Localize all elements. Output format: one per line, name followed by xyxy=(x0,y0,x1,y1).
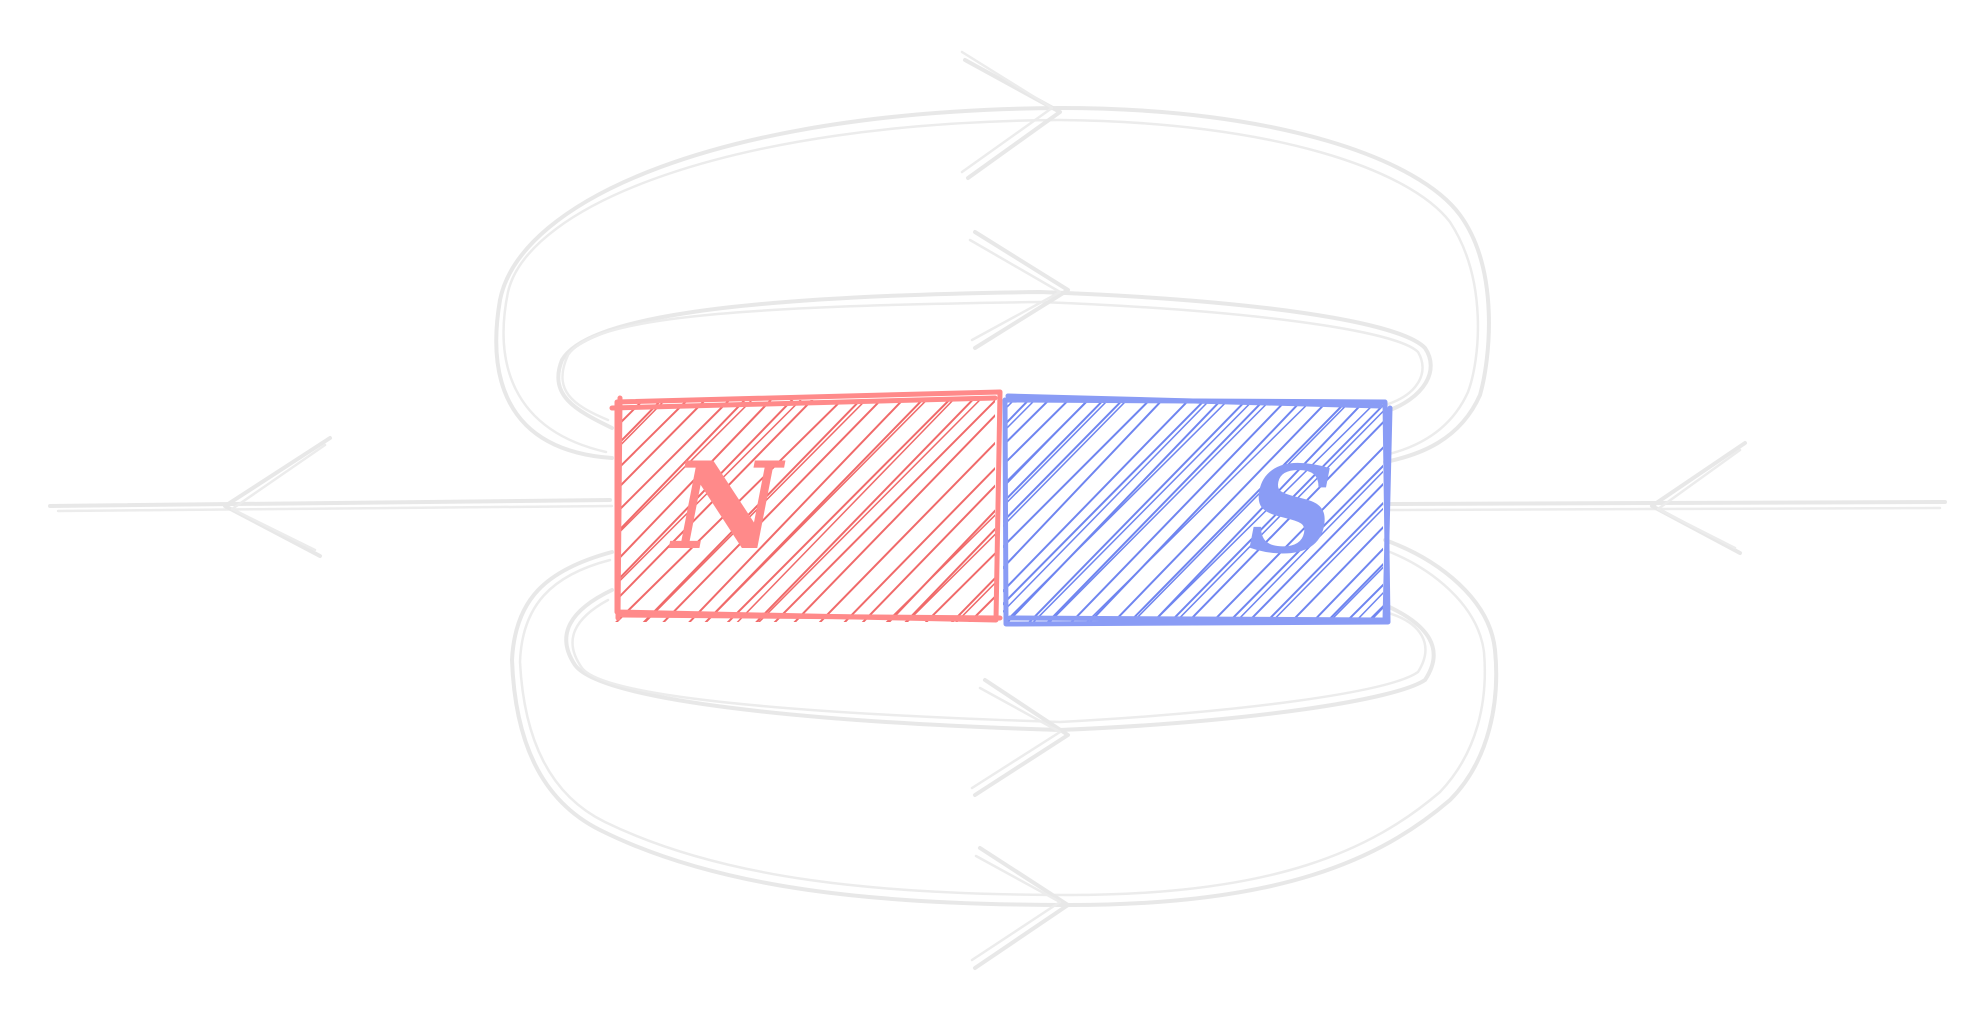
hatch-stroke xyxy=(1003,400,1110,508)
hatch-stroke xyxy=(615,400,753,538)
hatch-stroke xyxy=(726,400,951,622)
hatch-stroke xyxy=(1325,562,1383,622)
north-pole-label: N xyxy=(668,436,786,577)
hatch-stroke xyxy=(1003,400,1128,528)
hatch-stroke xyxy=(773,400,995,622)
hatch-stroke xyxy=(1012,386,1250,630)
hatch-stroke xyxy=(1085,400,1313,622)
field-line-inner-top xyxy=(556,230,1433,430)
hatch-stroke xyxy=(885,514,995,622)
hatch-stroke xyxy=(644,400,867,622)
hatch-stroke xyxy=(615,400,707,493)
north-pole-hatching xyxy=(615,386,1250,630)
hatch-stroke xyxy=(950,576,995,622)
south-pole-hatching xyxy=(1003,386,1623,630)
hatch-stroke xyxy=(615,400,773,564)
south-pole-outline-sketch xyxy=(1005,393,1393,623)
hatch-stroke xyxy=(1210,446,1383,622)
hatch-stroke xyxy=(1383,386,1622,630)
hatch-stroke xyxy=(642,400,862,622)
hatch-stroke xyxy=(1003,400,1036,434)
hatch-stroke xyxy=(905,533,995,622)
hatch-stroke xyxy=(1003,400,1207,606)
hatch-stroke xyxy=(615,400,747,537)
hatch-stroke xyxy=(1088,400,1304,622)
hatch-stroke xyxy=(861,484,995,622)
hatch-stroke xyxy=(1186,421,1383,622)
hatch-stroke xyxy=(688,400,904,622)
hatch-stroke xyxy=(1048,400,1272,622)
hatch-stroke xyxy=(1270,507,1383,622)
south-pole: S xyxy=(1002,386,1623,630)
hatch-stroke xyxy=(615,400,802,587)
hatch-stroke xyxy=(1289,526,1383,622)
field-line-left-axis xyxy=(48,436,614,558)
hatch-stroke xyxy=(705,400,928,622)
hatch-stroke xyxy=(1367,605,1383,622)
hatch-stroke xyxy=(1003,400,1070,467)
field-line-inner-bottom xyxy=(564,588,1436,797)
field-lines xyxy=(48,50,1947,970)
hatch-stroke xyxy=(1032,400,1255,622)
hatch-stroke xyxy=(1246,482,1383,622)
hatch-stroke xyxy=(1151,400,1367,622)
hatch-stroke xyxy=(1234,470,1383,622)
hatch-stroke xyxy=(1311,547,1383,622)
hatch-stroke xyxy=(843,466,995,622)
hatch-stroke xyxy=(1003,400,1211,613)
hatch-stroke xyxy=(1003,400,1105,504)
hatch-stroke xyxy=(736,400,955,622)
hatch-stroke xyxy=(615,400,667,452)
hatch-stroke xyxy=(1131,400,1353,622)
hatch-stroke xyxy=(1152,400,1380,622)
hatch-stroke xyxy=(757,400,981,622)
hatch-stroke xyxy=(1390,390,1623,626)
hatch-stroke xyxy=(1112,400,1330,622)
hatch-stroke xyxy=(1174,410,1383,622)
hatch-stroke xyxy=(1168,403,1383,622)
hatch-stroke xyxy=(1003,400,1124,523)
hatch-stroke xyxy=(1003,400,1089,489)
field-line-right-axis xyxy=(1383,441,1947,555)
north-pole: N xyxy=(609,386,1250,630)
hatch-stroke xyxy=(615,400,814,603)
hatch-stroke xyxy=(615,400,689,474)
hatch-stroke xyxy=(1227,464,1383,622)
hatch-stroke xyxy=(1003,400,1051,447)
hatch-stroke xyxy=(818,441,995,622)
hatch-stroke xyxy=(793,414,995,622)
hatch-stroke xyxy=(615,400,844,622)
hatch-stroke xyxy=(1046,400,1266,622)
field-line-outer-top xyxy=(494,50,1491,464)
hatch-stroke xyxy=(924,552,995,622)
hatch-stroke xyxy=(615,400,794,585)
hatch-stroke xyxy=(1070,400,1288,622)
hatch-stroke xyxy=(662,400,883,622)
hatch-stroke xyxy=(615,400,663,449)
hatch-stroke xyxy=(1003,400,1164,570)
hatch-stroke xyxy=(1344,583,1383,622)
hatch-stroke xyxy=(755,400,974,622)
south-pole-label: S xyxy=(1248,440,1335,581)
hatch-stroke xyxy=(904,527,995,622)
hatch-stroke xyxy=(1328,566,1383,622)
north-pole-outline-sketch xyxy=(609,395,1003,621)
hatch-stroke xyxy=(1003,400,1151,549)
hatch-stroke xyxy=(1128,400,1350,622)
field-line-outer-bottom xyxy=(510,538,1499,970)
hatch-stroke xyxy=(1006,400,1223,622)
hatch-stroke xyxy=(1028,400,1248,622)
hatch-stroke xyxy=(955,582,995,622)
hatch-stroke xyxy=(1264,501,1383,622)
hatch-stroke xyxy=(1366,605,1383,622)
hatch-stroke xyxy=(1003,400,1230,622)
